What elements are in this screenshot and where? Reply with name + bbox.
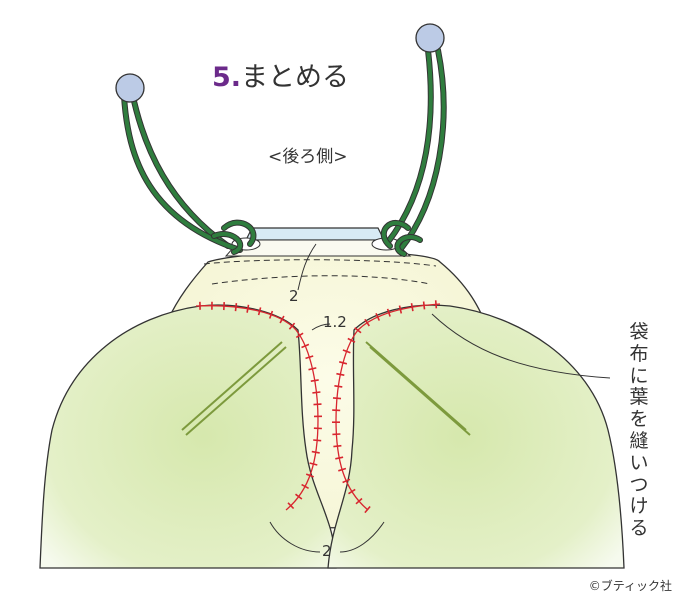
step-number: 5. [212,62,242,93]
bead-left [115,73,145,103]
stitch-tick [398,305,403,314]
stitch-tick [257,307,262,316]
stitch-tick [301,343,310,349]
strap-left [121,89,257,255]
stitch-tick [364,505,371,514]
stitch-tick [338,467,347,472]
stitch-tick [305,355,314,360]
bottom-gap-right [339,521,385,553]
stitch-tick [335,456,344,460]
stitch-tick [313,439,322,442]
measurement-bottom-gap: 2 [322,542,332,560]
top-band [245,227,385,241]
stitch-tick [348,488,356,495]
vein-right [365,341,471,436]
vein-left [181,341,287,436]
seam-line-lower [211,275,431,285]
view-label: <後ろ側> [268,147,348,167]
strap-right [380,47,447,257]
stitch-tick [313,403,322,406]
stitch-tick [295,332,304,339]
stitch-tick [342,478,351,484]
stitch-tick [312,391,321,394]
callout-sew-leaves: 袋布に葉を縫いつける [629,321,649,540]
stitch-tick [305,473,314,478]
stitch-tick [354,327,362,334]
bead-right [415,23,445,53]
leader-top [297,243,317,291]
stitch-tick [310,379,319,382]
callout-line [431,313,611,379]
step-title-text: まとめる [241,62,350,93]
stitch-tick [246,304,250,313]
stitch-tick [334,385,343,388]
stitch-tick [355,497,363,505]
stitch-tick [234,303,238,312]
stitch-tick [422,301,426,310]
stitch-right [335,303,441,511]
stitch-tick [364,318,370,327]
bottom-gap-left [269,521,321,553]
measurement-leaf-gap: 1.2 [323,313,347,331]
stitch-tick [308,367,317,371]
stitch-tick [268,310,274,319]
stitch-tick [347,337,356,343]
stitch-tick [279,315,285,324]
leaf-left [39,304,337,569]
stitch-tick [333,444,342,448]
stitch-tick [287,502,295,510]
step-title: 5.まとめる [212,62,349,94]
stitch-tick [410,303,414,312]
leader-gap [311,323,331,331]
stitch-tick [336,372,345,376]
stitch-tick [375,312,381,321]
stitch-tick [295,493,303,500]
stitch-tick [434,300,438,309]
stitch-tick [309,462,318,466]
stitch-tick [338,361,348,365]
seam-line-upper [203,259,437,267]
stitch-tick [342,349,351,354]
stitch-tick [311,450,320,454]
stitch-tick [332,397,342,400]
stitch-tick [386,308,391,317]
stitch-left [195,305,319,511]
measurement-top-seam: 2 [289,287,299,305]
stitch-ticks-left [199,301,323,510]
copyright-notice: ©ブティック社 [588,579,672,593]
stitch-ticks-right [332,300,438,514]
leaf-right [327,304,625,569]
top-opening [224,239,412,257]
stitch-tick [288,322,296,330]
stitch-tick [301,483,309,490]
